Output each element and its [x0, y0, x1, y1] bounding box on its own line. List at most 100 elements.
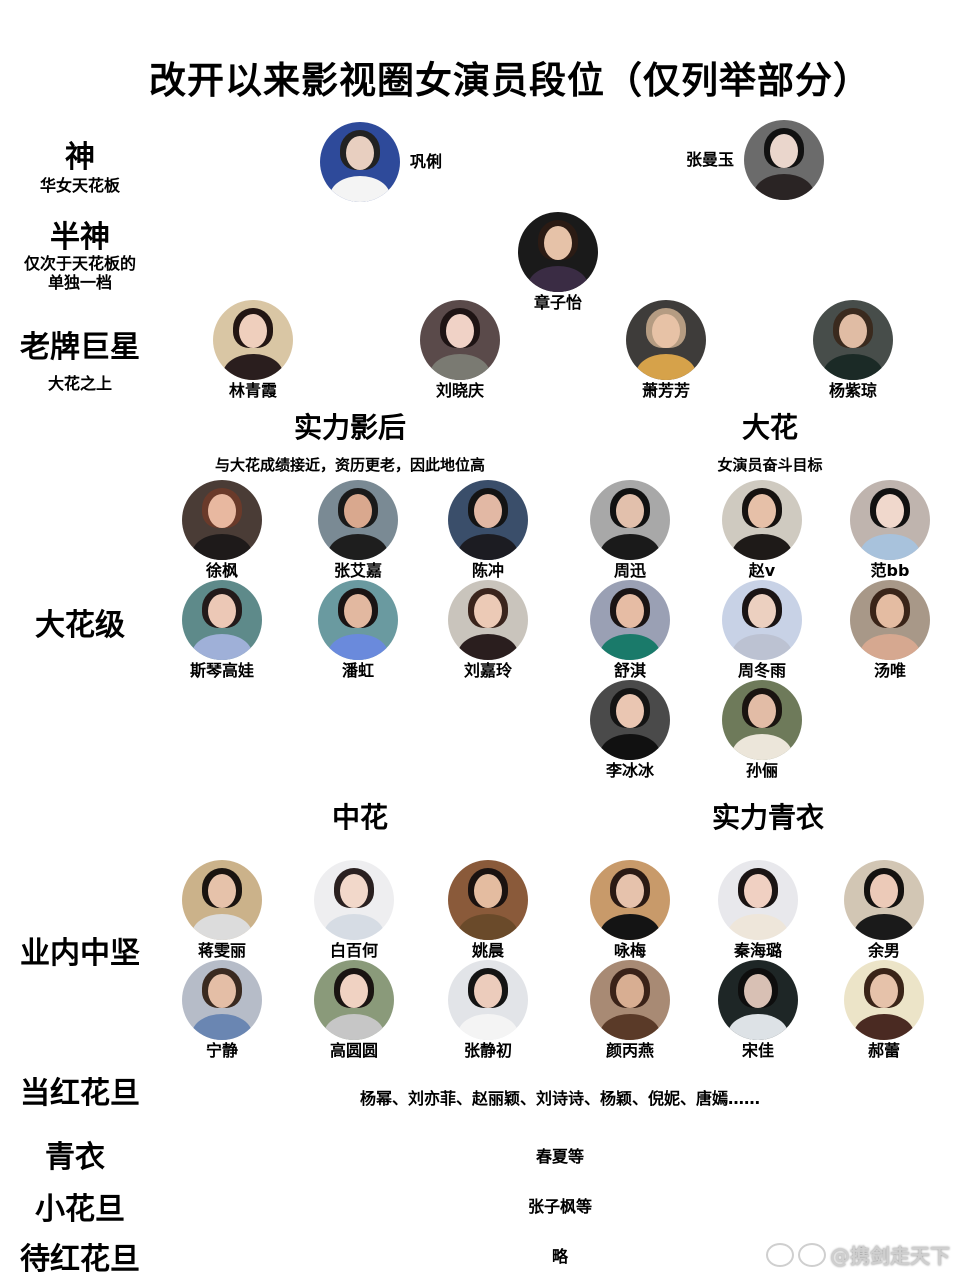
person-card: 孙俪	[712, 680, 812, 780]
avatar	[850, 580, 930, 660]
avatar	[590, 480, 670, 560]
weibo-icon	[798, 1242, 826, 1267]
person-name: 陈冲	[471, 561, 504, 580]
person-card: 宋佳	[708, 960, 808, 1060]
person-card: 周迅	[580, 480, 680, 580]
avatar	[722, 680, 802, 760]
person-name: 孙俪	[745, 761, 778, 780]
tier-laopai-sub: 大花之上	[47, 374, 112, 393]
person-name: 刘晓庆	[435, 381, 484, 400]
person-name: 余男	[867, 941, 900, 960]
avatar	[744, 120, 825, 200]
avatar	[518, 212, 598, 292]
person-card: 姚晨	[438, 860, 538, 960]
person-card: 巩俐	[320, 122, 452, 202]
tier-danghong-label: 当红花旦	[20, 1076, 140, 1111]
tier-shen-label: 神	[65, 140, 95, 175]
person-card: 咏梅	[580, 860, 680, 960]
avatar	[314, 860, 394, 940]
weibo-icon	[766, 1242, 794, 1267]
avatar	[722, 580, 802, 660]
tier-banshen-sub2: 单独一档	[47, 273, 112, 292]
person-card: 斯琴高娃	[172, 580, 272, 680]
avatar	[182, 480, 262, 560]
section-title-dahua: 大花	[741, 411, 798, 444]
tier-banshen-sub1: 仅次于天花板的	[23, 254, 136, 273]
avatar	[420, 300, 500, 380]
tier-xiaohuadan-label: 小花旦	[35, 1192, 125, 1227]
avatar	[813, 300, 893, 380]
person-card: 白百何	[304, 860, 404, 960]
avatar	[590, 860, 670, 940]
avatar	[626, 300, 706, 380]
person-name: 颜丙燕	[605, 1041, 654, 1060]
person-card: 舒淇	[580, 580, 680, 680]
person-card: 章子怡	[508, 212, 608, 312]
person-name: 周迅	[613, 561, 646, 580]
person-name: 张静初	[463, 1041, 512, 1060]
avatar	[448, 860, 528, 940]
danghong-list: 杨幂、刘亦菲、赵丽颖、刘诗诗、杨颖、倪妮、唐嫣……	[359, 1089, 760, 1108]
person-card: 张静初	[438, 960, 538, 1060]
person-name: 刘嘉玲	[463, 661, 512, 680]
person-name: 张曼玉	[686, 150, 735, 169]
person-name: 萧芳芳	[641, 381, 690, 400]
person-name: 赵v	[748, 561, 776, 580]
avatar	[182, 860, 262, 940]
watermark-text: @携剑走天下	[830, 1244, 950, 1268]
person-card: 潘虹	[308, 580, 408, 680]
person-card: 郝蕾	[834, 960, 934, 1060]
avatar	[844, 860, 924, 940]
person-name: 巩俐	[410, 152, 443, 171]
section-title-zhonghua: 中花	[331, 801, 388, 834]
person-name: 范bb	[870, 561, 910, 580]
person-name: 高圆圆	[329, 1041, 378, 1060]
person-name: 秦海璐	[733, 941, 782, 960]
avatar	[722, 480, 802, 560]
avatar	[318, 480, 398, 560]
person-name: 章子怡	[533, 293, 582, 312]
person-name: 潘虹	[341, 661, 374, 680]
person-card: 徐枫	[172, 480, 272, 580]
avatar	[182, 580, 262, 660]
person-name: 林青霞	[228, 381, 277, 400]
section-title-shili-yinghou: 实力影后	[293, 411, 406, 444]
page-title: 改开以来影视圈女演员段位（仅列举部分）	[149, 59, 871, 102]
avatar	[320, 122, 400, 202]
section-title-shili-qingyi: 实力青衣	[711, 801, 824, 834]
person-name: 咏梅	[613, 941, 646, 960]
section-sub-shili-yinghou: 与大花成绩接近，资历更老，因此地位高	[214, 456, 485, 474]
avatar	[718, 860, 798, 940]
avatar	[213, 300, 293, 380]
person-card: 刘晓庆	[410, 300, 510, 400]
tier-shen-sub: 华女天花板	[39, 176, 120, 195]
person-name: 舒淇	[613, 661, 646, 680]
tier-daihong-label: 待红花旦	[20, 1242, 140, 1277]
person-card: 范bb	[840, 480, 940, 580]
person-name: 李冰冰	[605, 761, 654, 780]
person-name: 郝蕾	[867, 1041, 900, 1060]
person-card: 蒋雯丽	[172, 860, 272, 960]
avatar	[590, 960, 670, 1040]
person-card: 张曼玉	[676, 120, 825, 200]
avatar	[718, 960, 798, 1040]
avatar	[448, 580, 528, 660]
watermark: @携剑走天下	[766, 1240, 950, 1269]
person-card: 余男	[834, 860, 934, 960]
person-name: 姚晨	[471, 941, 504, 960]
person-card: 赵v	[712, 480, 812, 580]
person-card: 陈冲	[438, 480, 538, 580]
person-name: 斯琴高娃	[189, 661, 254, 680]
tier-qingyi-label: 青衣	[45, 1140, 105, 1175]
person-name: 宋佳	[741, 1041, 774, 1060]
person-card: 高圆圆	[304, 960, 404, 1060]
avatar	[590, 580, 670, 660]
person-name: 杨紫琼	[828, 381, 877, 400]
avatar	[844, 960, 924, 1040]
person-name: 蒋雯丽	[197, 941, 246, 960]
qingyi-list: 春夏等	[535, 1147, 584, 1166]
person-card: 周冬雨	[712, 580, 812, 680]
person-card: 杨紫琼	[803, 300, 903, 400]
daihong-list: 略	[551, 1247, 568, 1266]
person-name: 周冬雨	[737, 661, 786, 680]
